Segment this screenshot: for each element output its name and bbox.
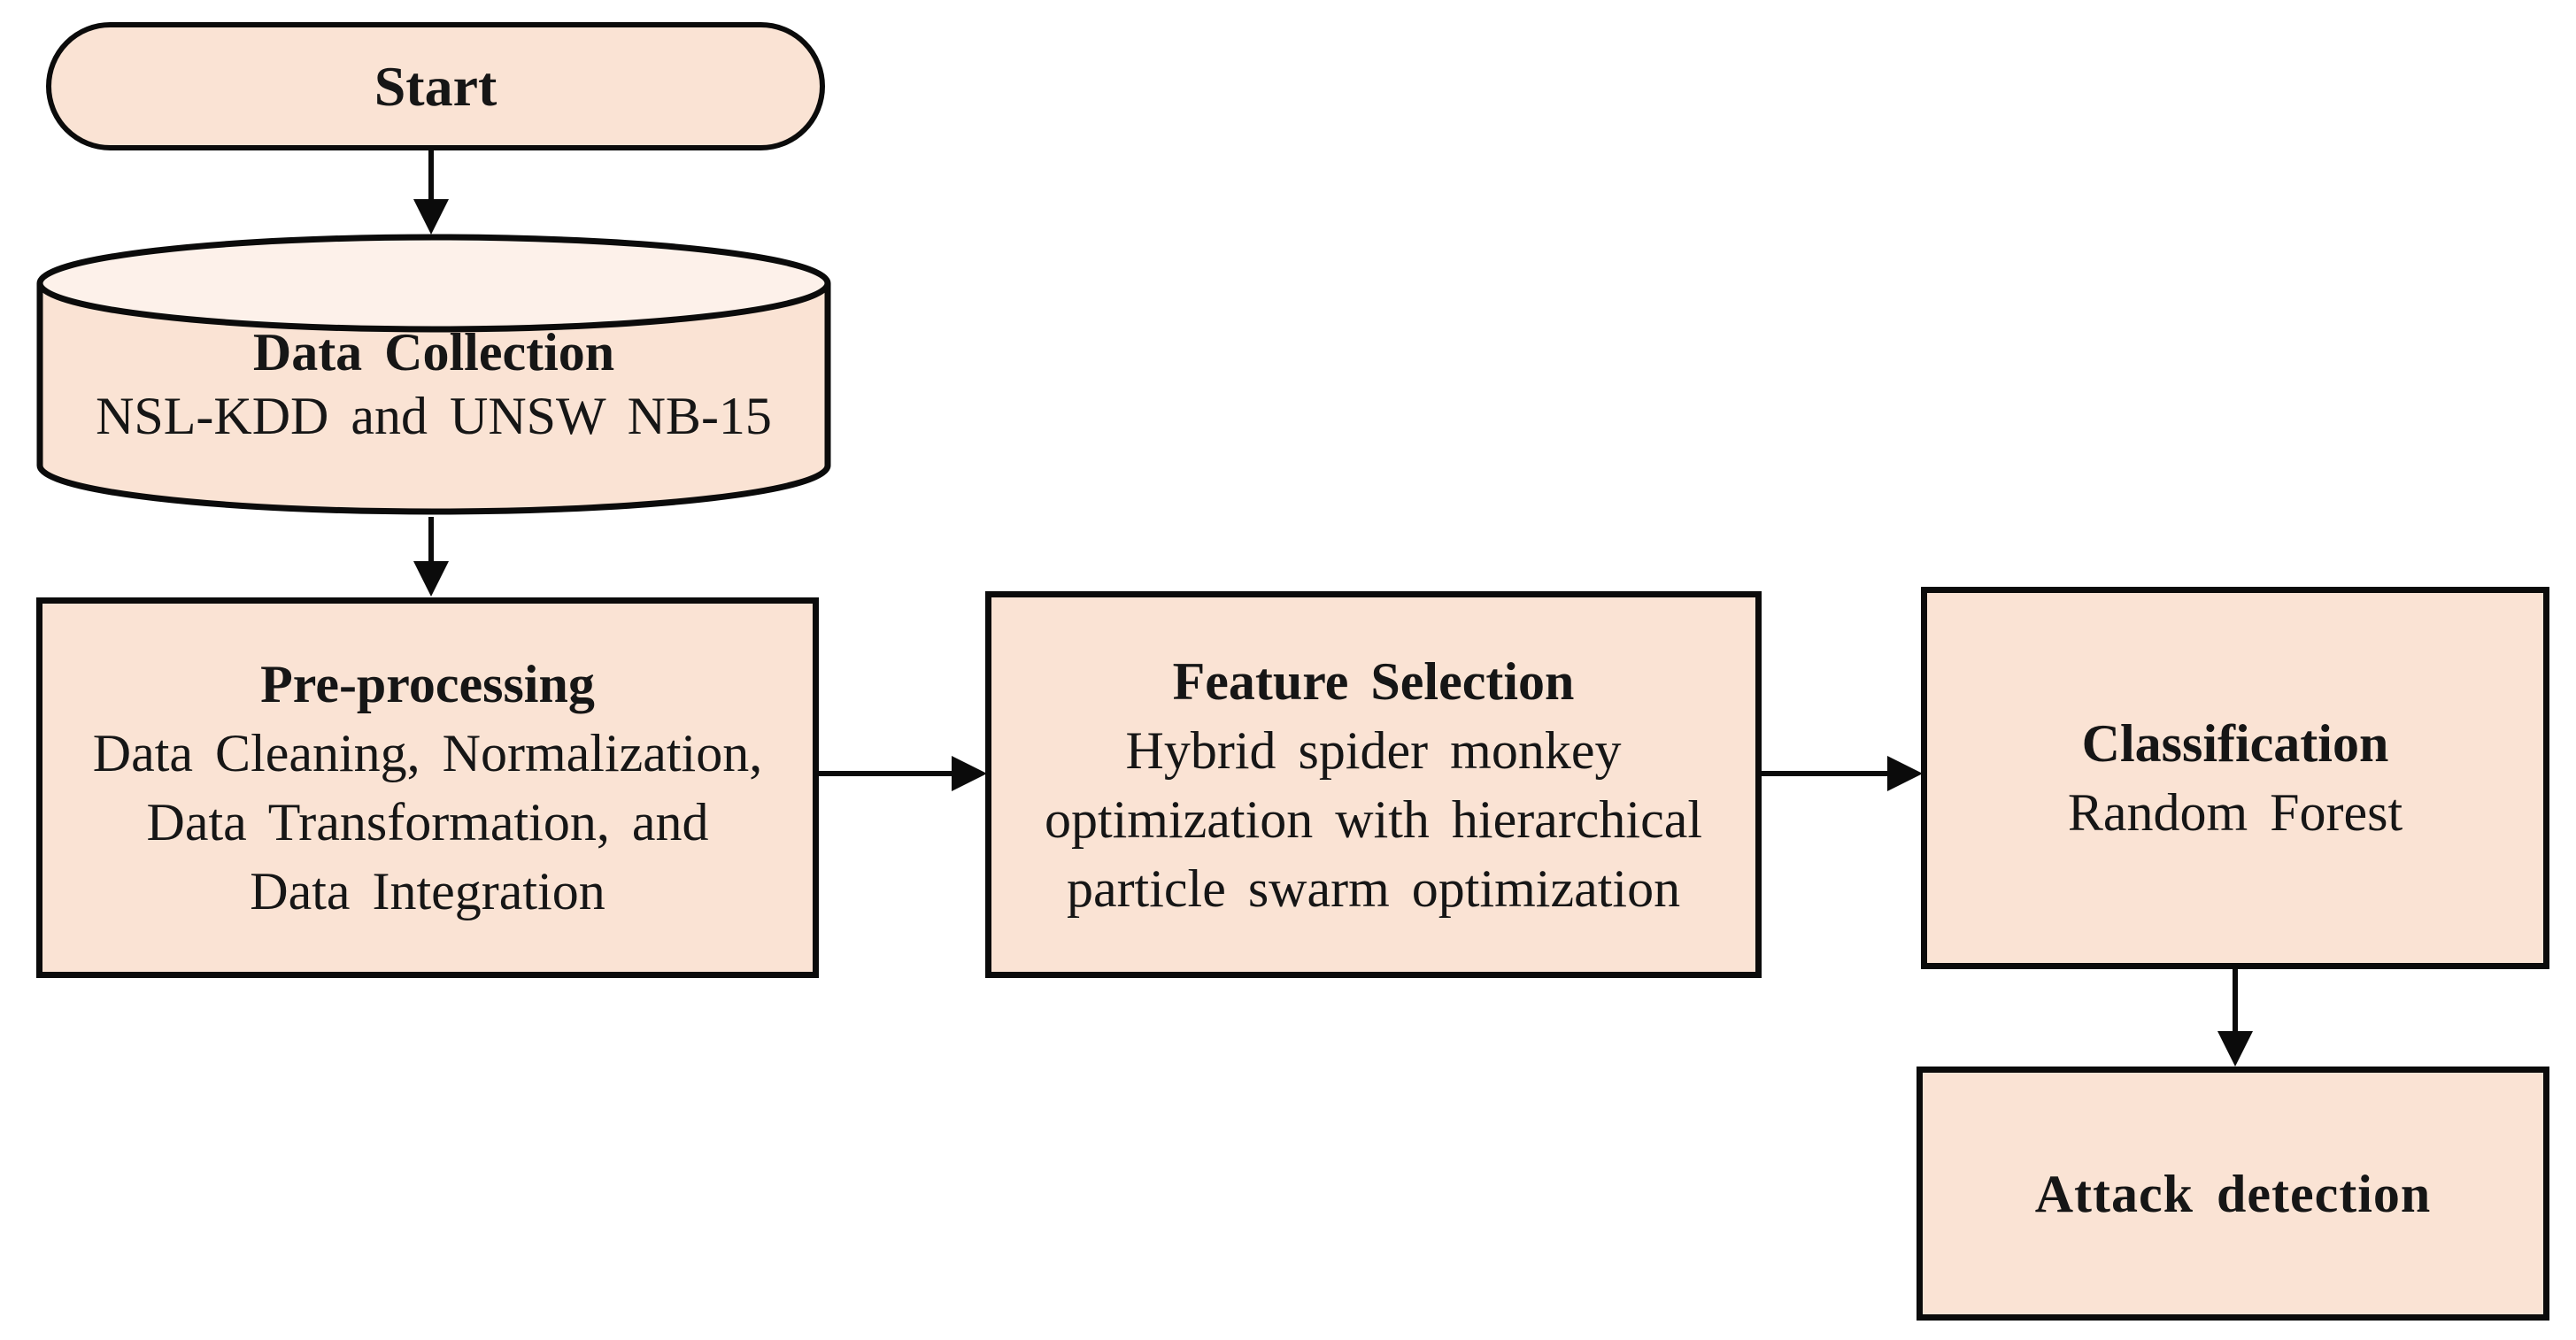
node-classification: Classification Random Forest <box>1921 587 2549 969</box>
attack-detection-title: Attack detection <box>2034 1164 2432 1223</box>
data-collection-title: Data Collection <box>252 323 615 381</box>
arrow-shaft <box>819 771 952 776</box>
node-attack-detection: Attack detection <box>1917 1067 2549 1321</box>
arrow-shaft <box>1760 771 1887 776</box>
classification-subtitle: Random Forest <box>2067 783 2403 842</box>
node-pre-processing: Pre-processing Data Cleaning, Normalizat… <box>36 597 819 978</box>
arrow-classification-to-attack-detection <box>2217 969 2253 1067</box>
arrow-data-collection-to-pre-processing <box>413 517 449 597</box>
start-label: Start <box>374 54 497 118</box>
arrow-shaft <box>428 150 434 199</box>
arrowhead-right-icon <box>1887 756 1923 791</box>
classification-title: Classification <box>2081 714 2389 773</box>
arrow-shaft <box>2233 969 2238 1031</box>
arrowhead-down-icon <box>413 561 449 597</box>
feature-selection-title: Feature Selection <box>1172 651 1575 711</box>
node-data-collection: Data Collection NSL-KDD and UNSW NB-15 <box>35 232 832 517</box>
node-feature-selection: Feature Selection Hybrid spider monkey o… <box>985 591 1762 978</box>
arrow-shaft <box>428 517 434 561</box>
arrowhead-right-icon <box>952 756 987 791</box>
feature-selection-line: Hybrid spider monkey <box>1125 720 1622 780</box>
arrow-feature-selection-to-classification <box>1760 756 1923 791</box>
node-start: Start <box>46 22 825 150</box>
arrowhead-down-icon <box>2217 1031 2253 1067</box>
arrow-start-to-data-collection <box>413 150 449 235</box>
feature-selection-line: optimization with hierarchical <box>1044 789 1703 849</box>
pre-processing-line: Data Cleaning, Normalization, <box>92 724 763 782</box>
pre-processing-line: Data Integration <box>250 862 605 920</box>
pre-processing-line: Data Transformation, and <box>146 793 709 851</box>
feature-selection-line: particle swarm optimization <box>1066 859 1681 918</box>
data-collection-text: Data Collection NSL-KDD and UNSW NB-15 <box>35 320 832 448</box>
arrowhead-down-icon <box>413 199 449 235</box>
pre-processing-title: Pre-processing <box>260 655 595 713</box>
arrow-pre-processing-to-feature-selection <box>819 756 987 791</box>
data-collection-subtitle: NSL-KDD and UNSW NB-15 <box>96 387 772 445</box>
cylinder-shape <box>36 234 831 515</box>
